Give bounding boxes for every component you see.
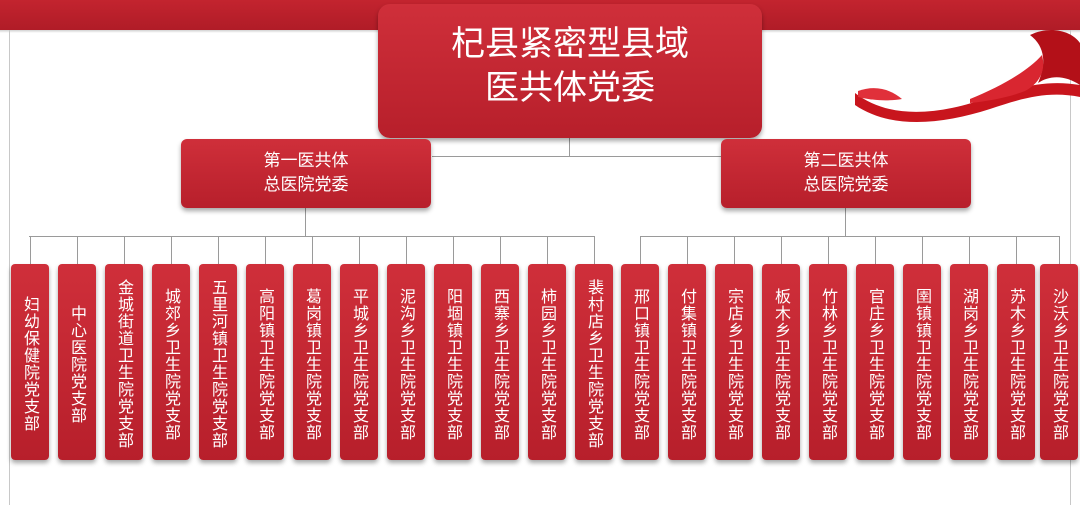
branch-drop-line [500, 236, 501, 264]
branch-box: 五里河镇卫生院党支部 [199, 264, 237, 460]
branch-box: 沙沃乡卫生院党支部 [1040, 264, 1078, 460]
group2-connector [845, 208, 846, 236]
root-party-committee: 杞县紧密型县域 医共体党委 [378, 4, 762, 138]
branch-drop-line [640, 236, 641, 264]
branch-drop-line [734, 236, 735, 264]
branch-drop-line [77, 236, 78, 264]
branch-drop-line [406, 236, 407, 264]
branch-box: 官庄乡卫生院党支部 [856, 264, 894, 460]
branch-box: 苏木乡卫生院党支部 [997, 264, 1035, 460]
branch-box: 邢口镇卫生院党支部 [621, 264, 659, 460]
branch-drop-line [265, 236, 266, 264]
branch-box: 城郊乡卫生院党支部 [152, 264, 190, 460]
group1-committee: 第一医共体 总医院党委 [181, 139, 431, 208]
branch-box: 圉镇镇卫生院党支部 [903, 264, 941, 460]
branch-box: 湖岗乡卫生院党支部 [950, 264, 988, 460]
branch-box: 妇幼保健院党支部 [11, 264, 49, 460]
group2-committee: 第二医共体 总医院党委 [721, 139, 971, 208]
group2-title-line1: 第二医共体 [803, 151, 889, 171]
branch-box: 板木乡卫生院党支部 [762, 264, 800, 460]
branch-drop-line [124, 236, 125, 264]
branch-box: 裴村店乡卫生院党支部 [575, 264, 613, 460]
group2-title-line2: 总医院党委 [803, 175, 889, 195]
branch-drop-line [875, 236, 876, 264]
branch-box: 高阳镇卫生院党支部 [246, 264, 284, 460]
red-ribbon-decoration [855, 29, 1080, 122]
group1-connector [305, 208, 306, 236]
branch-drop-line [922, 236, 923, 264]
group2-bus-line [640, 236, 1060, 237]
branch-drop-line [1059, 236, 1060, 264]
branch-drop-line [969, 236, 970, 264]
branch-drop-line [1016, 236, 1017, 264]
branch-drop-line [359, 236, 360, 264]
branch-box: 阳堌镇卫生院党支部 [434, 264, 472, 460]
branch-box: 中心医院党支部 [58, 264, 96, 460]
group1-title-line2: 总医院党委 [263, 175, 349, 195]
branch-drop-line [30, 236, 31, 264]
branch-box: 平城乡卫生院党支部 [340, 264, 378, 460]
root-connector [569, 138, 570, 156]
branch-box: 葛岗镇卫生院党支部 [293, 264, 331, 460]
branch-box: 西寨乡卫生院党支部 [481, 264, 519, 460]
branch-drop-line [594, 236, 595, 264]
group1-title-line1: 第一医共体 [263, 151, 349, 171]
branch-box: 泥沟乡卫生院党支部 [387, 264, 425, 460]
root-branch-line [432, 156, 722, 157]
root-title-line1: 杞县紧密型县域 [451, 24, 689, 64]
frame-left-line [9, 30, 10, 505]
branch-drop-line [781, 236, 782, 264]
branch-box: 柿园乡卫生院党支部 [528, 264, 566, 460]
group1-bus-line [29, 236, 594, 237]
branch-drop-line [547, 236, 548, 264]
branch-box: 竹林乡卫生院党支部 [809, 264, 847, 460]
branch-drop-line [312, 236, 313, 264]
branch-box: 付集镇卫生院党支部 [668, 264, 706, 460]
branch-drop-line [828, 236, 829, 264]
branch-drop-line [218, 236, 219, 264]
branch-box: 宗店乡卫生院党支部 [715, 264, 753, 460]
branch-drop-line [453, 236, 454, 264]
branch-box: 金城街道卫生院党支部 [105, 264, 143, 460]
root-title-line2: 医共体党委 [485, 68, 655, 108]
branch-drop-line [687, 236, 688, 264]
branch-drop-line [171, 236, 172, 264]
